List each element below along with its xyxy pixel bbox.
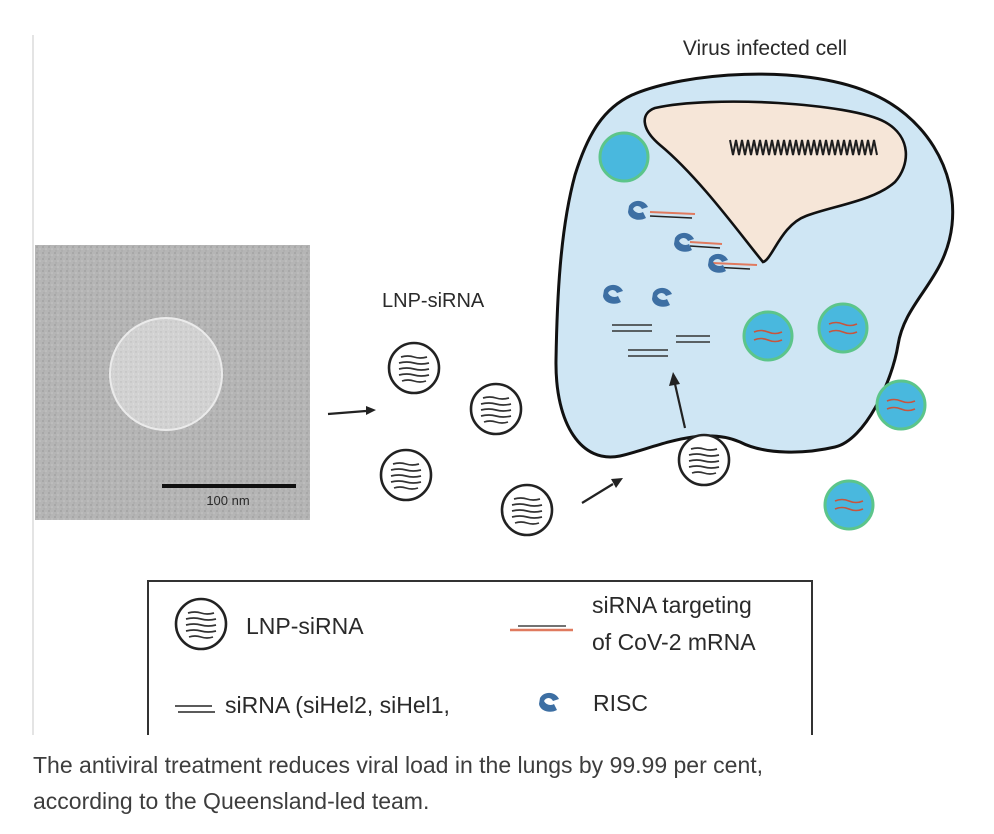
arrow-to-cell (581, 478, 623, 504)
virus-infected-cell-label: Virus infected cell (683, 37, 847, 60)
sirna-duplex (676, 335, 710, 343)
risc-mrna-complex (708, 253, 758, 273)
lnp-sirna-diagram: 100 nm LNP-siRNA Virus infected cell (32, 35, 955, 735)
legend-lnp-icon (174, 597, 228, 651)
vesicle (742, 310, 794, 362)
lnp-sirna-label: LNP-siRNA (382, 290, 485, 312)
legend-sirna-label: siRNA (siHel2, siHel1, (225, 692, 450, 718)
legend-sirna-icon (175, 705, 215, 713)
scale-bar-label: 100 nm (206, 493, 249, 508)
vesicle (875, 379, 927, 431)
sirna-duplex (628, 349, 668, 357)
lnp-particle-image (109, 317, 223, 431)
risc-mrna-complex (628, 200, 696, 220)
legend-targeting-line1: siRNA targeting (592, 592, 752, 618)
lnp-particle (500, 483, 554, 537)
lnp-particle (469, 382, 523, 436)
legend-lnp-label: LNP-siRNA (246, 613, 364, 639)
cell-nucleus (643, 100, 908, 264)
arrow-to-lnp (327, 406, 376, 416)
legend-targeting-line2: of CoV-2 mRNA (592, 629, 756, 655)
viral-genome (729, 139, 878, 156)
tem-micrograph: 100 nm (35, 245, 310, 520)
sirna-duplex (612, 324, 652, 332)
caption-line-2: according to the Queensland-led team. (33, 788, 430, 814)
legend-targeting-icon (510, 625, 573, 632)
legend-risc-label: RISC (593, 690, 648, 716)
lnp-particle-entering (677, 433, 731, 487)
vesicle (823, 479, 875, 531)
figure-caption: The antiviral treatment reduces viral lo… (33, 747, 933, 819)
vesicle-budding (598, 131, 650, 183)
legend: LNP-siRNA siRNA targeting of CoV-2 mRNA … (147, 580, 813, 735)
arrow-uptake (669, 372, 687, 429)
vesicle (817, 302, 869, 354)
lnp-particle (387, 341, 441, 395)
risc-mrna-complex (674, 232, 723, 252)
caption-line-1: The antiviral treatment reduces viral lo… (33, 752, 764, 778)
lnp-particle (379, 448, 433, 502)
